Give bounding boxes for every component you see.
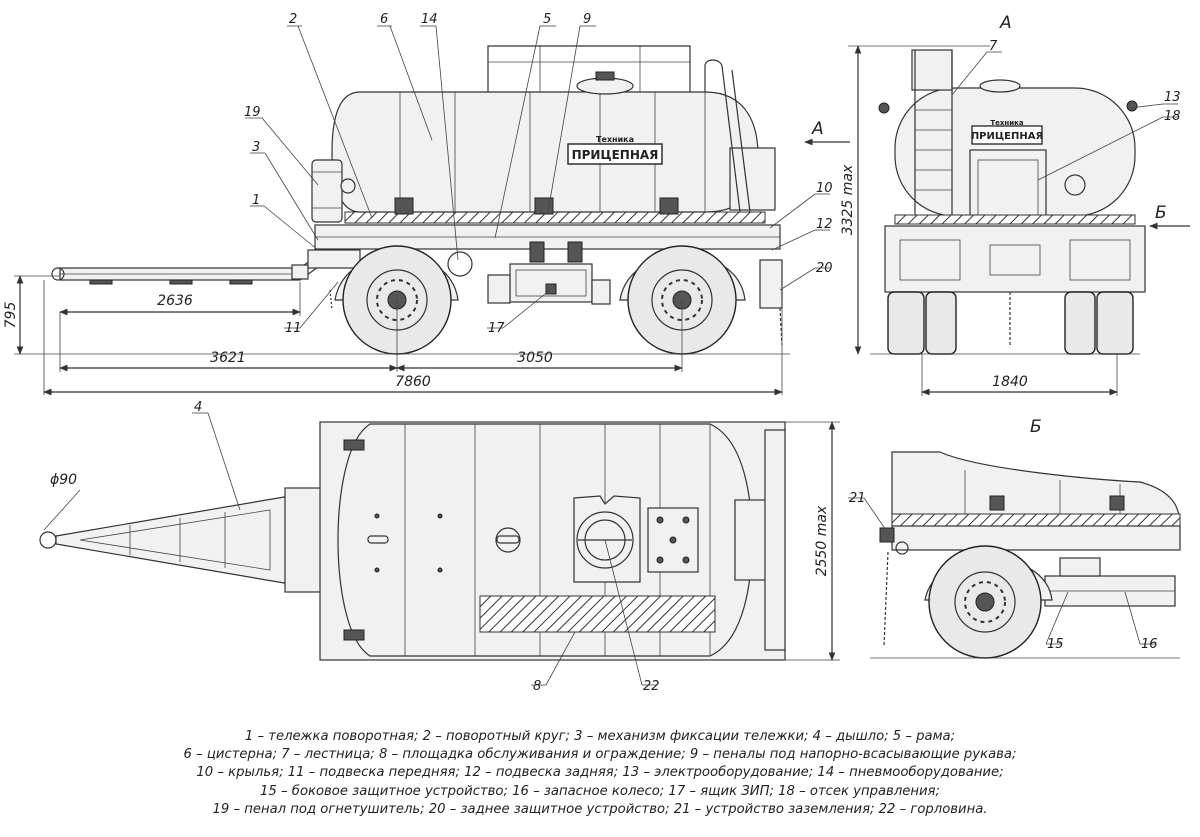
legend-line: 19 – пенал под огнетушитель; 20 – заднее…	[212, 801, 988, 817]
side-dimensions: 2636 3621 3050 7860 795	[3, 275, 783, 396]
legend-line: 15 – боковое защитное устройство; 16 – з…	[260, 783, 940, 799]
frame-side	[307, 211, 781, 269]
tank-top	[337, 423, 753, 657]
top-view: 2550 max ϕ90	[39, 421, 840, 661]
view-a-title: A	[999, 13, 1012, 33]
tank-side: Техника ПРИЦЕПНАЯ	[331, 45, 776, 215]
callout-17: 17	[488, 321, 505, 336]
dim-eye-diameter: ϕ90	[50, 472, 77, 488]
dim-total-length: 7860	[395, 374, 431, 390]
callout-13: 13	[1164, 90, 1181, 105]
dim-wheelbase: 3050	[517, 350, 553, 366]
callout-6: 6	[380, 12, 388, 27]
tank-logo-main: ПРИЦЕПНАЯ	[572, 148, 659, 162]
drawbar-side	[51, 249, 326, 285]
section-arrow-a: A	[804, 119, 850, 146]
dim-drawbar: 2636	[157, 293, 193, 309]
front-logo-top: Техника	[990, 119, 1024, 127]
callout-10: 10	[816, 181, 833, 196]
callout-15: 15	[1047, 637, 1064, 652]
section-arrow-b-label: Б	[1155, 203, 1167, 223]
callout-4: 4	[194, 400, 202, 415]
callout-11: 11	[285, 321, 302, 336]
callouts: 1 2 3 4 5 6 7 8 9 10 11 12 13 14 15 16 1…	[192, 12, 1181, 694]
front-view-a: A Техника ПРИЦЕПНАЯ 1840	[840, 13, 1190, 396]
legend-line: 10 – крылья; 11 – подвеска передняя; 12 …	[196, 765, 1004, 781]
dim-width-max: 2550 max	[814, 505, 830, 576]
legend: 1 – тележка поворотная; 2 – поворотный к…	[0, 728, 1200, 819]
section-arrow-a-label: A	[811, 119, 824, 139]
callout-21: 21	[849, 491, 866, 506]
front-logo-main: ПРИЦЕПНАЯ	[971, 131, 1043, 142]
dim-height-max: 3325 max	[840, 164, 856, 235]
dim-front-to-axle: 3621	[210, 350, 246, 366]
callout-22: 22	[643, 679, 660, 694]
callout-7: 7	[989, 39, 998, 54]
callout-3: 3	[252, 140, 260, 155]
rear-side-view-b: Б	[870, 417, 1181, 659]
callout-2: 2	[289, 12, 297, 27]
side-view: Техника ПРИЦЕПНАЯ	[3, 45, 850, 396]
view-b-title: Б	[1030, 417, 1042, 437]
callout-9: 9	[583, 12, 591, 27]
legend-line: 1 – тележка поворотная; 2 – поворотный к…	[244, 729, 956, 744]
callout-12: 12	[816, 217, 833, 232]
legend-line: 6 – цистерна; 7 – лестница; 8 – площадка…	[183, 747, 1017, 763]
drawbar-top	[39, 487, 346, 593]
tank-logo-top: Техника	[596, 135, 634, 144]
callout-1: 1	[252, 193, 260, 208]
callout-8: 8	[533, 679, 541, 694]
callout-20: 20	[816, 261, 833, 276]
callout-14: 14	[421, 12, 438, 27]
toolbox-side	[447, 241, 611, 305]
dim-track: 1840	[992, 374, 1028, 390]
callout-16: 16	[1141, 637, 1158, 652]
dim-coupling-height: 795	[3, 302, 19, 329]
extinguisher-canister-side	[311, 159, 356, 223]
rear-wheel-side	[619, 245, 746, 355]
callout-19: 19	[244, 105, 261, 120]
callout-18: 18	[1164, 109, 1181, 124]
callout-5: 5	[543, 12, 551, 27]
